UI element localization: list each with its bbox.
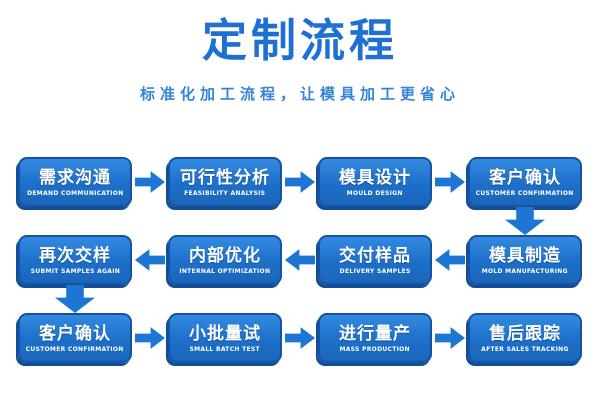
step-label-en: SMALL BATCH TEST (189, 346, 261, 353)
arrow-right-icon (135, 327, 165, 349)
step-internal-optimization: 内部优化 INTERNAL OPTIMIZATION (168, 235, 282, 285)
step-label-zh: 小批量试 (189, 324, 261, 344)
step-delivery-samples: 交付样品 DELIVERY SAMPLES (318, 235, 432, 285)
step-label-en: DELIVERY SAMPLES (339, 268, 411, 275)
arrow-left-icon (135, 249, 165, 271)
flow-row-1: 需求沟通 DEMAND COMMUNICATION 可行性分析 FEASIBIL… (0, 156, 600, 208)
arrow-left-icon (285, 249, 315, 271)
flow-row-2: 再次交样 SUBMIT SAMPLES AGAIN 内部优化 INTERNAL … (0, 234, 600, 286)
connector-row2-row3 (0, 285, 600, 313)
step-label-en: MOLD MANUFACTURING (481, 268, 569, 275)
arrow-right-icon (285, 327, 315, 349)
flow-row-3: 客户确认 CUSTOMER CONFIRMATION 小批量试 SMALL BA… (0, 312, 600, 364)
step-label-zh: 模具制造 (489, 246, 561, 266)
step-label-en: MASS PRODUCTION (339, 346, 411, 353)
step-label-en: INTERNAL OPTIMIZATION (179, 268, 271, 275)
page-title: 定制流程 (201, 14, 398, 67)
arrow-left-icon (435, 249, 465, 271)
step-customer-confirmation: 客户确认 CUSTOMER CONFIRMATION (468, 157, 582, 207)
step-label-en: AFTER SALES TRACKING (481, 346, 569, 353)
arrow-right-icon (435, 327, 465, 349)
step-demand-communication: 需求沟通 DEMAND COMMUNICATION (18, 157, 132, 207)
arrow-right-icon (285, 171, 315, 193)
step-label-zh: 交付样品 (339, 246, 411, 266)
step-mould-design: 模具设计 MOULD DESIGN (318, 157, 432, 207)
step-label-en: FEASIBILITY ANALYSIS (184, 190, 266, 197)
step-label-zh: 客户确认 (39, 324, 111, 344)
step-customer-confirmation-2: 客户确认 CUSTOMER CONFIRMATION (18, 313, 132, 363)
step-feasibility-analysis: 可行性分析 FEASIBILITY ANALYSIS (168, 157, 282, 207)
step-mass-production: 进行量产 MASS PRODUCTION (318, 313, 432, 363)
step-mold-manufacturing: 模具制造 MOLD MANUFACTURING (468, 235, 582, 285)
step-label-en: SUBMIT SAMPLES AGAIN (30, 268, 120, 275)
page-subtitle: 标准化加工流程，让模具加工更省心 (139, 85, 460, 103)
step-label-en: CUSTOMER CONFIRMATION (476, 190, 574, 197)
step-small-batch-test: 小批量试 SMALL BATCH TEST (168, 313, 282, 363)
step-label-zh: 进行量产 (339, 324, 411, 344)
step-label-zh: 内部优化 (189, 246, 261, 266)
process-flowchart: 需求沟通 DEMAND COMMUNICATION 可行性分析 FEASIBIL… (0, 156, 600, 364)
step-label-zh: 模具设计 (339, 168, 411, 188)
step-label-zh: 再次交样 (39, 246, 111, 266)
arrow-right-icon (435, 171, 465, 193)
connector-row1-row2 (0, 207, 600, 235)
step-after-sales-tracking: 售后跟踪 AFTER SALES TRACKING (468, 313, 582, 363)
step-label-zh: 客户确认 (489, 168, 561, 188)
step-submit-samples-again: 再次交样 SUBMIT SAMPLES AGAIN (18, 235, 132, 285)
arrow-right-icon (135, 171, 165, 193)
step-label-zh: 售后跟踪 (489, 324, 561, 344)
step-label-en: MOULD DESIGN (346, 190, 403, 197)
arrow-down-icon (505, 207, 545, 235)
arrow-down-icon (55, 285, 95, 313)
step-label-en: DEMAND COMMUNICATION (26, 190, 124, 197)
step-label-zh: 需求沟通 (39, 168, 111, 188)
step-label-zh: 可行性分析 (180, 168, 270, 188)
step-label-en: CUSTOMER CONFIRMATION (26, 346, 124, 353)
